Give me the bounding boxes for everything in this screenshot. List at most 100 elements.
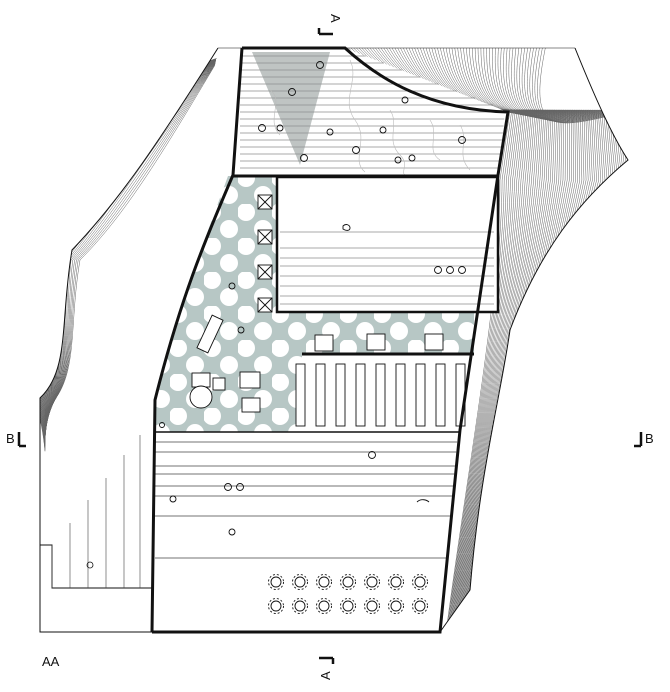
chair-ring bbox=[268, 574, 284, 590]
section-marker-top: A bbox=[317, 14, 343, 36]
bench-icon bbox=[196, 314, 224, 354]
person-figure-icon bbox=[236, 483, 244, 491]
section-label-left: B bbox=[6, 431, 15, 446]
people-top bbox=[258, 61, 466, 164]
building-outline bbox=[150, 46, 510, 634]
person-figure-icon bbox=[228, 282, 236, 290]
bench-icon bbox=[241, 397, 261, 413]
bench-icon bbox=[191, 372, 211, 388]
hatch-line bbox=[44, 48, 218, 412]
bench-icon bbox=[435, 363, 446, 427]
person-figure-icon bbox=[86, 561, 94, 569]
terrain-outline-right bbox=[439, 47, 629, 633]
lower-terrace bbox=[155, 441, 458, 559]
chair-ring bbox=[316, 598, 332, 614]
bench-icon bbox=[212, 377, 226, 391]
person-figure-icon bbox=[288, 88, 296, 96]
person-figure-icon bbox=[224, 483, 232, 491]
lower-left-annex bbox=[39, 435, 153, 633]
person-figure-icon bbox=[446, 266, 454, 274]
bench-icon bbox=[335, 363, 346, 427]
chair-icon bbox=[257, 297, 273, 313]
chair-ring bbox=[364, 598, 380, 614]
chair-ring bbox=[364, 574, 380, 590]
person-figure-icon bbox=[258, 124, 266, 132]
chair-ring bbox=[340, 574, 356, 590]
hatch-line bbox=[44, 48, 218, 414]
chair-ring bbox=[292, 574, 308, 590]
person-figure-icon bbox=[228, 528, 236, 536]
table-icon bbox=[270, 576, 282, 588]
table-icon bbox=[390, 576, 402, 588]
section-marker-left: B bbox=[6, 431, 26, 448]
person-figure-icon bbox=[326, 128, 334, 136]
table-icon bbox=[366, 576, 378, 588]
bench-icon bbox=[239, 371, 261, 389]
bench-icon bbox=[315, 363, 326, 427]
bench-icon bbox=[355, 363, 366, 427]
bench-icon bbox=[295, 363, 306, 427]
person-figure-icon bbox=[169, 495, 177, 503]
section-label-top: A bbox=[328, 14, 343, 23]
view-cone bbox=[252, 52, 330, 165]
person-figure-icon bbox=[434, 266, 442, 274]
table-icon bbox=[294, 576, 306, 588]
hatch-line bbox=[44, 48, 218, 411]
table-icon bbox=[318, 600, 330, 612]
chair-ring bbox=[268, 598, 284, 614]
chair-ring bbox=[388, 598, 404, 614]
table-icon bbox=[318, 576, 330, 588]
chair-ring bbox=[292, 598, 308, 614]
person-figure-icon bbox=[394, 156, 402, 164]
person-figure-icon bbox=[352, 146, 360, 154]
chair-icon bbox=[257, 264, 273, 280]
table-icon bbox=[414, 576, 426, 588]
corner-label: AA bbox=[42, 654, 60, 669]
hatch-line bbox=[485, 48, 628, 632]
tree-icon bbox=[189, 385, 213, 409]
terrain-outline-left bbox=[39, 47, 219, 545]
chair-ring bbox=[412, 598, 428, 614]
person-figure-icon bbox=[416, 499, 430, 503]
hatch-line bbox=[44, 48, 218, 411]
person-figure-icon bbox=[458, 266, 466, 274]
person-figure-icon bbox=[379, 126, 387, 134]
person-figure-icon bbox=[276, 124, 284, 132]
person-figure-icon bbox=[300, 154, 308, 162]
bench-icon bbox=[395, 363, 406, 427]
bench-icon bbox=[375, 363, 386, 427]
person-figure-icon bbox=[368, 451, 376, 459]
hatch-line bbox=[44, 48, 218, 412]
person-figure-icon bbox=[408, 154, 416, 162]
top-terrace bbox=[233, 48, 508, 176]
chair-ring bbox=[340, 598, 356, 614]
hatch-line bbox=[483, 48, 628, 632]
section-label-bottom: A bbox=[318, 671, 333, 680]
table-icon bbox=[270, 600, 282, 612]
person-figure-icon bbox=[237, 326, 245, 334]
chair-ring bbox=[388, 574, 404, 590]
table-icon bbox=[294, 600, 306, 612]
section-label-right: B bbox=[645, 431, 654, 446]
plaza-furniture bbox=[159, 282, 444, 428]
seating-left-column bbox=[257, 194, 273, 313]
paving-plaza bbox=[155, 176, 474, 432]
person-figure-icon bbox=[342, 224, 351, 231]
chair-ring bbox=[412, 574, 428, 590]
person-figure-icon bbox=[401, 96, 409, 104]
person-figure-icon bbox=[316, 61, 324, 69]
bench-icon bbox=[314, 334, 334, 352]
table-icon bbox=[342, 600, 354, 612]
section-marker-right: B bbox=[634, 431, 654, 448]
inner-terrace bbox=[275, 175, 500, 314]
chair-ring bbox=[316, 574, 332, 590]
foliage-sketch bbox=[269, 59, 471, 176]
table-icon bbox=[366, 600, 378, 612]
round-table-grid bbox=[268, 574, 428, 614]
bench-icon bbox=[424, 333, 444, 351]
person-figure-icon bbox=[159, 422, 165, 428]
chair-icon bbox=[257, 229, 273, 245]
slat-benches bbox=[295, 363, 466, 427]
table-icon bbox=[414, 600, 426, 612]
